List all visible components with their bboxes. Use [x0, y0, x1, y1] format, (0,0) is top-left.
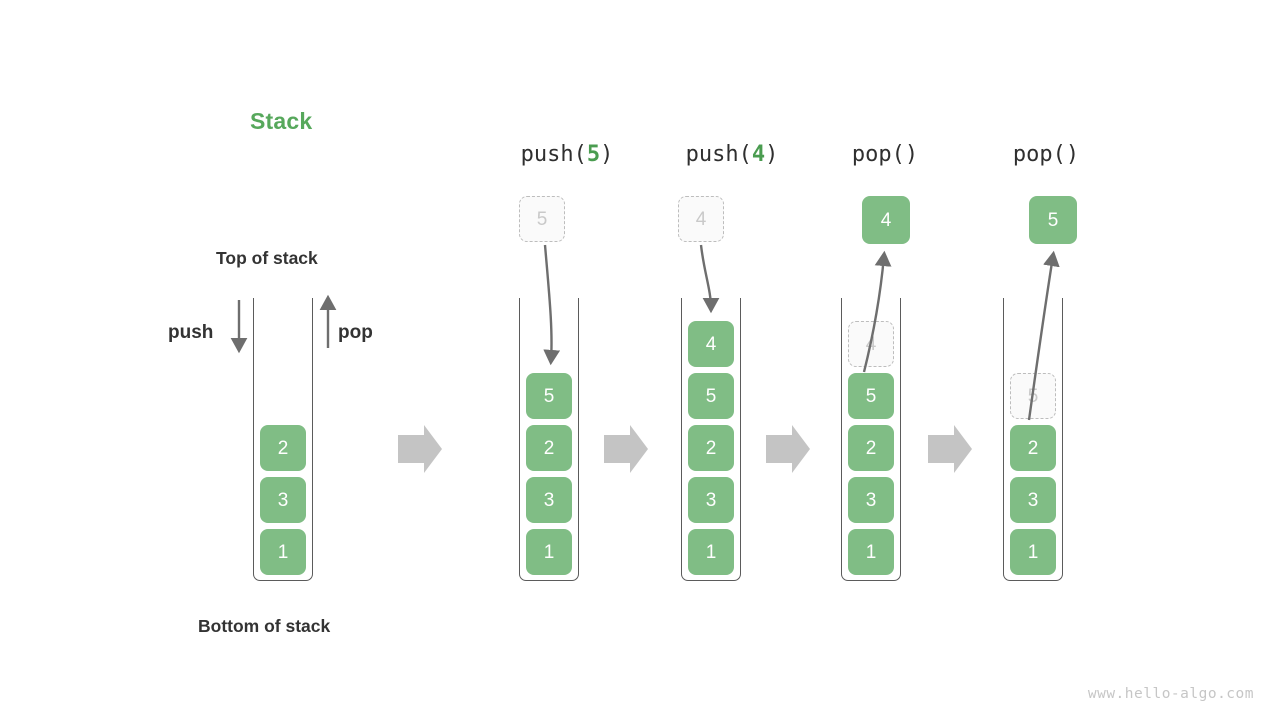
- stack-cell: 2: [688, 425, 734, 471]
- flow-arrow: [766, 425, 810, 473]
- flow-arrow: [928, 425, 972, 473]
- stack-cell: 2: [526, 425, 572, 471]
- incoming-value-ghost: 4: [678, 196, 724, 242]
- flow-arrow: [604, 425, 648, 473]
- popped-value: 5: [1029, 196, 1077, 244]
- header-suffix: ): [600, 142, 614, 167]
- stack-cell: 5: [848, 373, 894, 419]
- stack-cell: 3: [260, 477, 306, 523]
- stack-container: [519, 298, 579, 581]
- stack-cell: 1: [260, 529, 306, 575]
- stack-cell: 2: [848, 425, 894, 471]
- stack-container: [681, 298, 741, 581]
- stack-cell: 2: [1010, 425, 1056, 471]
- stack-cell: 3: [526, 477, 572, 523]
- top-of-stack-label: Top of stack: [216, 248, 318, 268]
- header-prefix: push(: [685, 142, 752, 167]
- stack-cell: 3: [848, 477, 894, 523]
- pop-label: pop: [338, 322, 373, 343]
- bottom-of-stack-label: Bottom of stack: [198, 616, 331, 636]
- header-suffix: ): [765, 142, 779, 167]
- header-arg: 4: [751, 142, 766, 167]
- header-prefix: pop(): [1012, 142, 1080, 167]
- stack-cell: 3: [688, 477, 734, 523]
- diagram-title: Stack: [250, 108, 313, 134]
- column-header-push-5: push(5): [521, 142, 614, 167]
- removed-cell-ghost: 5: [1010, 373, 1056, 419]
- stack-container: [841, 298, 901, 581]
- stack-cell: 1: [848, 529, 894, 575]
- incoming-value-ghost: 5: [519, 196, 565, 242]
- stack-container: [253, 298, 313, 581]
- column-header-pop-1: pop(): [852, 142, 918, 167]
- flow-arrow: [398, 425, 442, 473]
- stack-cell: 4: [688, 321, 734, 367]
- popped-value: 4: [862, 196, 910, 244]
- header-arg: 5: [586, 142, 601, 167]
- stack-cell: 5: [526, 373, 572, 419]
- column-header-pop-2: pop(): [1013, 142, 1079, 167]
- stack-cell: 1: [526, 529, 572, 575]
- removed-cell-ghost: 4: [848, 321, 894, 367]
- column-header-push-4: push(4): [686, 142, 779, 167]
- stack-cell: 1: [1010, 529, 1056, 575]
- header-prefix: pop(): [851, 142, 919, 167]
- stack-container: [1003, 298, 1063, 581]
- stack-cell: 3: [1010, 477, 1056, 523]
- push-label: push: [168, 322, 214, 343]
- stack-cell: 2: [260, 425, 306, 471]
- watermark: www.hello-algo.com: [1087, 686, 1254, 702]
- header-prefix: push(: [520, 142, 587, 167]
- stack-cell: 1: [688, 529, 734, 575]
- stack-cell: 5: [688, 373, 734, 419]
